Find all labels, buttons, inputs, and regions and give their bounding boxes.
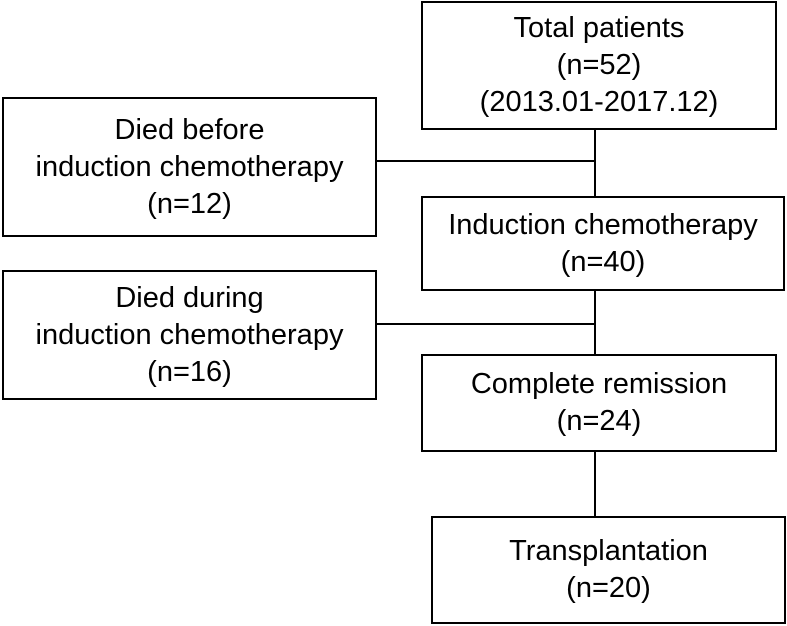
connector-induction-to-remission [594,291,596,354]
connector-total-to-induction [594,130,596,196]
induction-label: Induction chemotherapy [448,208,758,241]
induction-count: (n=40) [560,245,646,278]
died-during-label: Died during [115,281,264,314]
remission-count: (n=24) [556,405,642,437]
died-before-label: Died before [114,113,265,146]
transplantation-box: Transplantation (n=20) [431,516,786,624]
connector-died-during-branch [377,323,595,325]
died-before-count: (n=12) [147,187,232,220]
died-before-induction-box: Died before induction chemotherapy (n=12… [2,97,377,237]
died-during-label-2: induction chemotherapy [35,318,344,351]
transplantation-count: (n=20) [566,572,651,604]
died-before-label-2: induction chemotherapy [35,150,344,183]
connector-remission-to-transplant [594,452,596,516]
total-patients-period: (2013.01-2017.12) [479,86,719,118]
complete-remission-box: Complete remission (n=24) [421,354,777,452]
connector-died-before-branch [377,160,595,162]
total-patients-count: (n=52) [556,49,642,81]
remission-label: Complete remission [470,368,728,400]
died-during-induction-box: Died during induction chemotherapy (n=16… [2,270,377,400]
transplantation-label: Transplantation [509,535,708,567]
total-patients-box: Total patients (n=52) (2013.01-2017.12) [421,1,777,130]
induction-chemotherapy-box: Induction chemotherapy (n=40) [421,196,785,291]
died-during-count: (n=16) [147,355,232,388]
total-patients-label: Total patients [513,12,685,44]
